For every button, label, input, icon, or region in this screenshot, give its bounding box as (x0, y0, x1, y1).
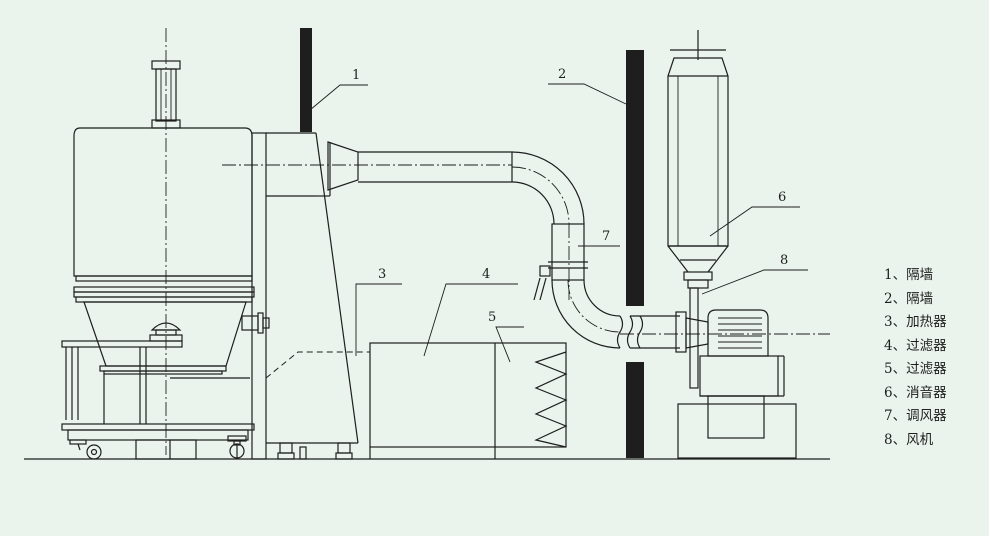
filter-element (534, 351, 568, 448)
callout-leaders (309, 83, 808, 363)
callout-1: 1 (352, 68, 360, 83)
fan-base (677, 403, 797, 459)
legend-item-3: 3、加热器 (884, 314, 947, 330)
fan-unit (677, 309, 797, 459)
legend-item-5: 5、过滤器 (884, 361, 947, 377)
callout-2: 2 (558, 67, 566, 82)
legend-item-2: 2、隔墙 (884, 290, 934, 307)
caster-left (86, 444, 102, 460)
frame-top (61, 340, 183, 348)
partition-wall-2-lower (626, 362, 644, 458)
outlet-duct (222, 141, 830, 353)
callout-7: 7 (602, 229, 610, 244)
fan-motor (707, 309, 769, 357)
partition-wall-1 (300, 28, 312, 132)
legend-item-4: 4、过滤器 (884, 337, 947, 354)
silencer-outlet-pipe (689, 287, 699, 389)
callout-5: 5 (488, 310, 496, 325)
stack-pipe (155, 68, 177, 122)
air-inlet-column (251, 132, 359, 460)
filter-housing (265, 342, 568, 459)
callout-3: 3 (378, 267, 386, 282)
legend-item-8: 8、风机 (884, 431, 934, 448)
damper-handle (539, 265, 551, 277)
partition-wall-2-upper (626, 50, 644, 306)
legend-item-1: 1、隔墙 (884, 267, 934, 283)
callout-4: 4 (482, 267, 490, 282)
duct-elbow (511, 151, 585, 225)
callout-6: 6 (778, 190, 786, 205)
legend: 1、隔墙 2、隔墙 3、加热器 4、过滤器 5、过滤器 6、消音器 7、调风器 … (884, 264, 984, 452)
legend-item-7: 7、调风器 (884, 408, 947, 424)
silencer (667, 30, 729, 389)
legend-item-6: 6、消音器 (884, 384, 947, 401)
callout-8: 8 (780, 253, 788, 268)
duct-reducer (327, 141, 359, 191)
